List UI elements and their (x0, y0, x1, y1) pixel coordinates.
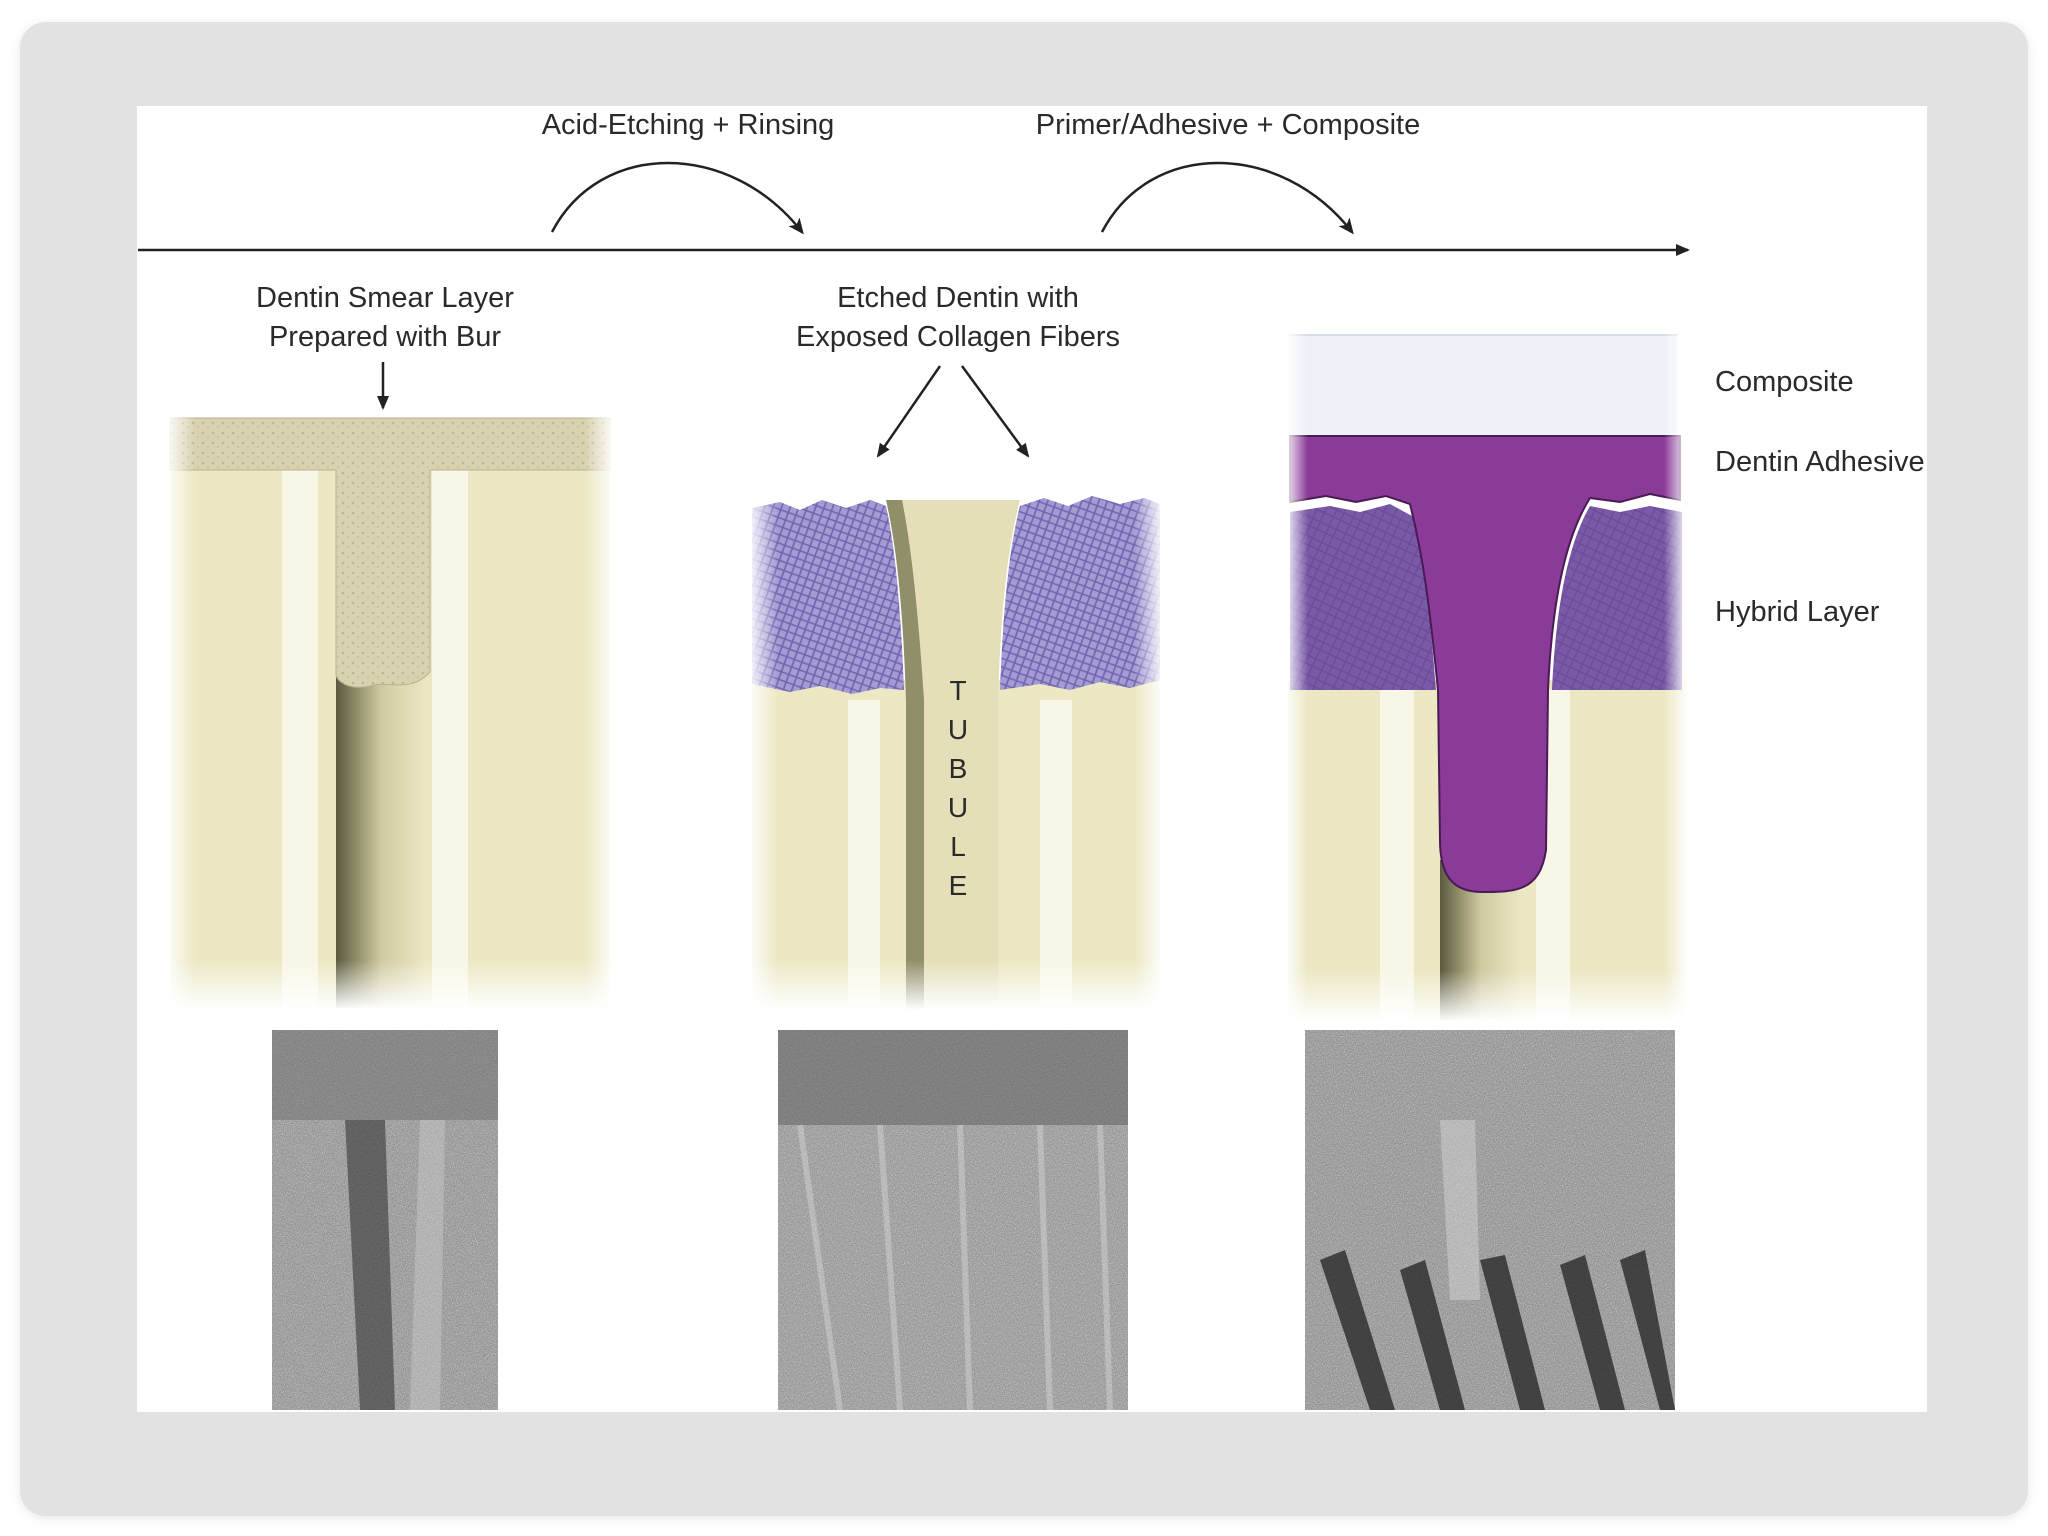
label-hybrid-layer: Hybrid Layer (1715, 596, 1880, 628)
stage1-peritubular-right (432, 468, 468, 1008)
stage1-smear-layer-illustration: Dentin Smear Layer Prepared with Bur (165, 282, 615, 1010)
tubule-label: T U B U L E (948, 675, 968, 901)
step1-curved-arrow (550, 161, 804, 235)
label-dentin-adhesive: Dentin Adhesive (1715, 446, 1925, 478)
sem-micrograph-1 (272, 1030, 498, 1410)
stage2-collagen-right (1000, 496, 1160, 690)
stage2-peritubular-right (1040, 700, 1072, 1010)
stage1-title-line1: Dentin Smear Layer (256, 282, 514, 314)
stage2-pointer-arrow-right (960, 365, 1030, 458)
step2-label: Primer/Adhesive + Composite (1036, 109, 1420, 141)
tubule-letter: B (949, 753, 968, 784)
tubule-letter: L (950, 831, 966, 862)
stage3-adhesive (1289, 435, 1681, 894)
stage3-hybrid-layer (1290, 504, 1682, 690)
step1-label: Acid-Etching + Rinsing (542, 109, 835, 141)
stage2-collagen-left (752, 500, 904, 694)
sem-micrograph-3 (1305, 1030, 1675, 1410)
tubule-letter: U (948, 714, 968, 745)
tubule-letter: E (949, 870, 968, 901)
stage2-title-line2: Exposed Collagen Fibers (796, 321, 1120, 353)
stage2-etched-dentin-illustration: Etched Dentin with Exposed Collagen Fibe… (748, 282, 1164, 1010)
stage3-composite (1288, 335, 1678, 435)
process-timeline: Acid-Etching + Rinsing Primer/Adhesive +… (138, 109, 1690, 256)
sem-micrograph-2 (778, 1030, 1128, 1410)
stage3-peritubular-left (1380, 690, 1414, 1020)
stage1-peritubular-left (282, 468, 318, 1008)
stage2-pointer-arrow-left (876, 365, 942, 458)
tubule-letter: T (949, 675, 966, 706)
stage3-bonded-illustration: Composite Dentin Adhesive Hybrid Layer (1284, 330, 1925, 1022)
tubule-letter: U (948, 792, 968, 823)
step2-curved-arrow (1100, 161, 1354, 235)
label-composite: Composite (1715, 366, 1854, 398)
stage2-peritubular-left (848, 700, 880, 1010)
stage1-title-line2: Prepared with Bur (269, 321, 501, 353)
stage2-title-line1: Etched Dentin with (837, 282, 1079, 314)
stage1-smear-layer (169, 417, 611, 688)
